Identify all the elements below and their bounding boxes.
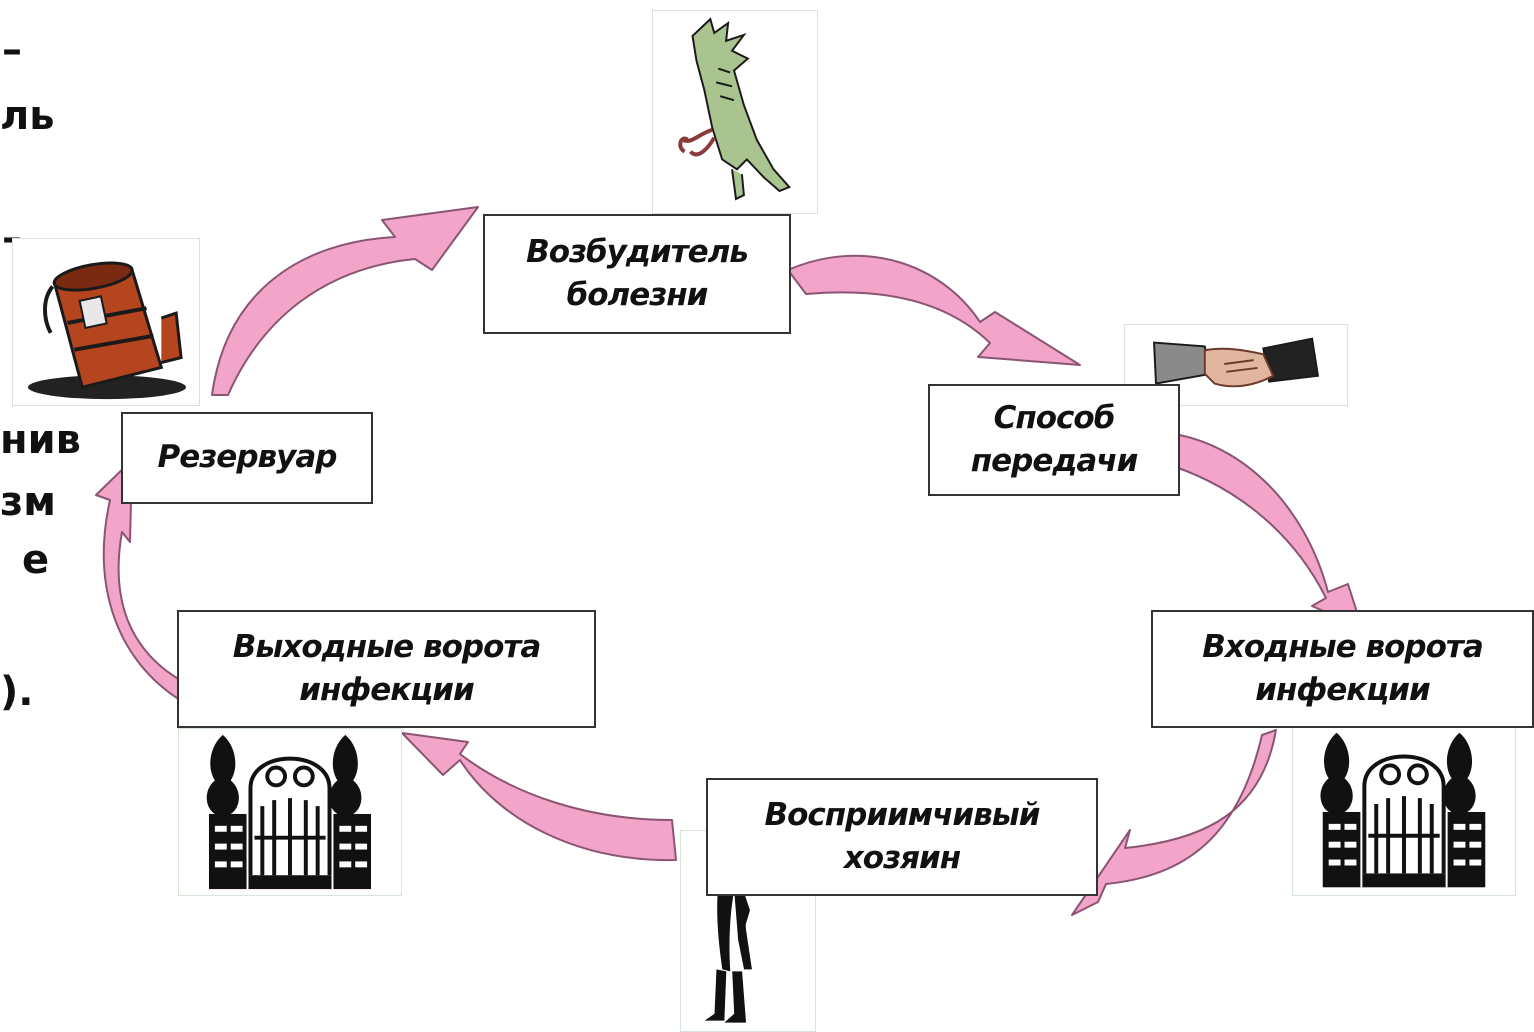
pathogen-image xyxy=(652,10,818,214)
node-exit-line2: инфекции xyxy=(299,672,474,708)
background-text-7: ). xyxy=(0,669,34,715)
exit-gate-image xyxy=(178,728,402,896)
node-pathogen: Возбудитель болезни xyxy=(483,214,791,334)
node-reservoir-label: Резервуар xyxy=(157,439,338,476)
reservoir-image xyxy=(12,238,200,406)
arrow-reservoir-to-pathogen xyxy=(211,206,479,396)
node-entry-line1: Входные ворота xyxy=(1202,628,1484,665)
background-text-1: – xyxy=(2,27,22,73)
handshake-icon xyxy=(1153,337,1320,388)
background-text-5: зм xyxy=(0,479,56,525)
gate-icon xyxy=(1320,732,1486,888)
node-exit: Выходные ворота инфекции xyxy=(177,610,596,728)
node-host-line1: Восприимчивый xyxy=(764,796,1040,833)
node-entry: Входные ворота инфекции xyxy=(1151,610,1534,728)
node-transmission-line2: передачи xyxy=(970,443,1139,479)
background-text-6: е xyxy=(22,537,50,583)
arrow-exit-to-reservoir xyxy=(95,459,181,701)
barrel-icon xyxy=(27,261,187,400)
node-reservoir: Резервуар xyxy=(121,412,373,504)
node-pathogen-line2: болезни xyxy=(566,277,709,313)
node-entry-line2: инфекции xyxy=(1255,672,1430,708)
arrow-pathogen-to-transmission xyxy=(787,254,1081,366)
entry-gate-image xyxy=(1292,724,1516,896)
background-text-2: ль xyxy=(0,93,55,139)
germ-icon xyxy=(678,17,792,201)
gate-icon xyxy=(206,734,372,890)
node-pathogen-line1: Возбудитель xyxy=(526,233,749,270)
node-exit-line1: Выходные ворота xyxy=(232,628,542,665)
background-text-4: нив xyxy=(0,417,81,463)
arrow-host-to-exit xyxy=(401,732,677,862)
arrow-transmission-to-entry xyxy=(1157,431,1363,629)
node-host-line2: хозяин xyxy=(843,840,961,876)
node-host: Восприимчивый хозяин xyxy=(706,778,1098,896)
node-transmission: Способ передачи xyxy=(928,384,1180,496)
node-transmission-line1: Способ xyxy=(993,399,1116,436)
arrow-entry-to-host xyxy=(1071,729,1277,916)
